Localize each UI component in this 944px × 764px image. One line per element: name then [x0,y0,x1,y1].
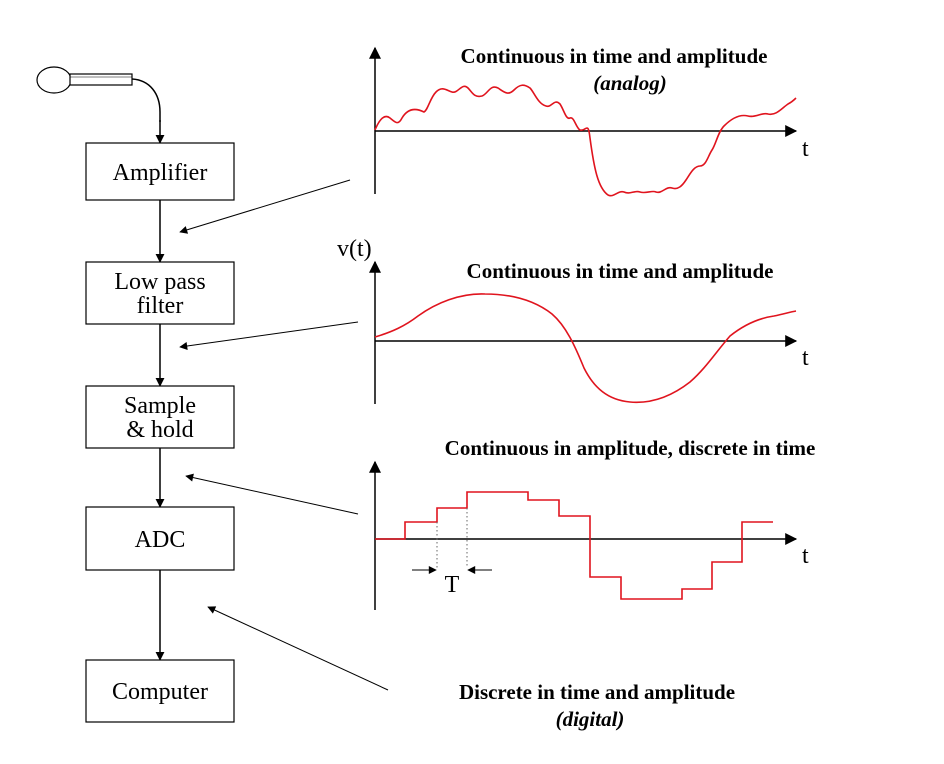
amplifier-label: Amplifier [113,160,208,186]
low-pass-filter-label-line2: filter [137,293,184,319]
sample-hold-block: Sample & hold [85,385,235,449]
analog-signal-panel: Continuous in time and amplitude (analog… [369,44,809,197]
microphone-icon [36,66,161,122]
amplifier-block: Amplifier [85,142,235,201]
voltage-axis-label: v(t) [337,236,372,262]
digital-caption: Discrete in time and amplitude (digital) [459,680,735,731]
sample-hold-label-line1: Sample [124,393,196,419]
analog-panel-subtitle: (analog) [593,71,667,95]
adc-block: ADC [85,506,235,571]
digital-panel-subtitle: (digital) [556,707,625,731]
filtered-signal-panel: v(t) Continuous in time and amplitude t [337,236,809,404]
sampled-panel-title: Continuous in amplitude, discrete in tim… [445,436,816,460]
low-pass-filter-label-line1: Low pass [114,269,205,295]
filtered-t-label: t [802,345,809,371]
computer-label: Computer [112,679,208,705]
analog-waveform [374,84,797,197]
sampled-waveform [375,491,773,600]
pointer-sampled-to-link [185,473,359,515]
adc-label: ADC [135,527,186,553]
sampled-signal-panel: Continuous in amplitude, discrete in tim… [369,436,816,610]
computer-block: Computer [85,659,235,723]
analog-t-label: t [802,136,809,162]
microphone-cable [131,78,161,122]
sampled-t-label: t [802,543,809,569]
pointer-analog-to-link [179,179,351,234]
pointer-filtered-to-link [179,321,359,350]
analog-panel-title: Continuous in time and amplitude [461,44,768,68]
pointer-digital-to-link [207,606,389,691]
sample-hold-label-line2: & hold [126,417,193,443]
digital-panel-title: Discrete in time and amplitude [459,680,735,704]
filtered-panel-title: Continuous in time and amplitude [467,259,774,283]
period-label: T [445,572,460,598]
low-pass-filter-block: Low pass filter [85,261,235,325]
filtered-waveform [374,293,797,404]
